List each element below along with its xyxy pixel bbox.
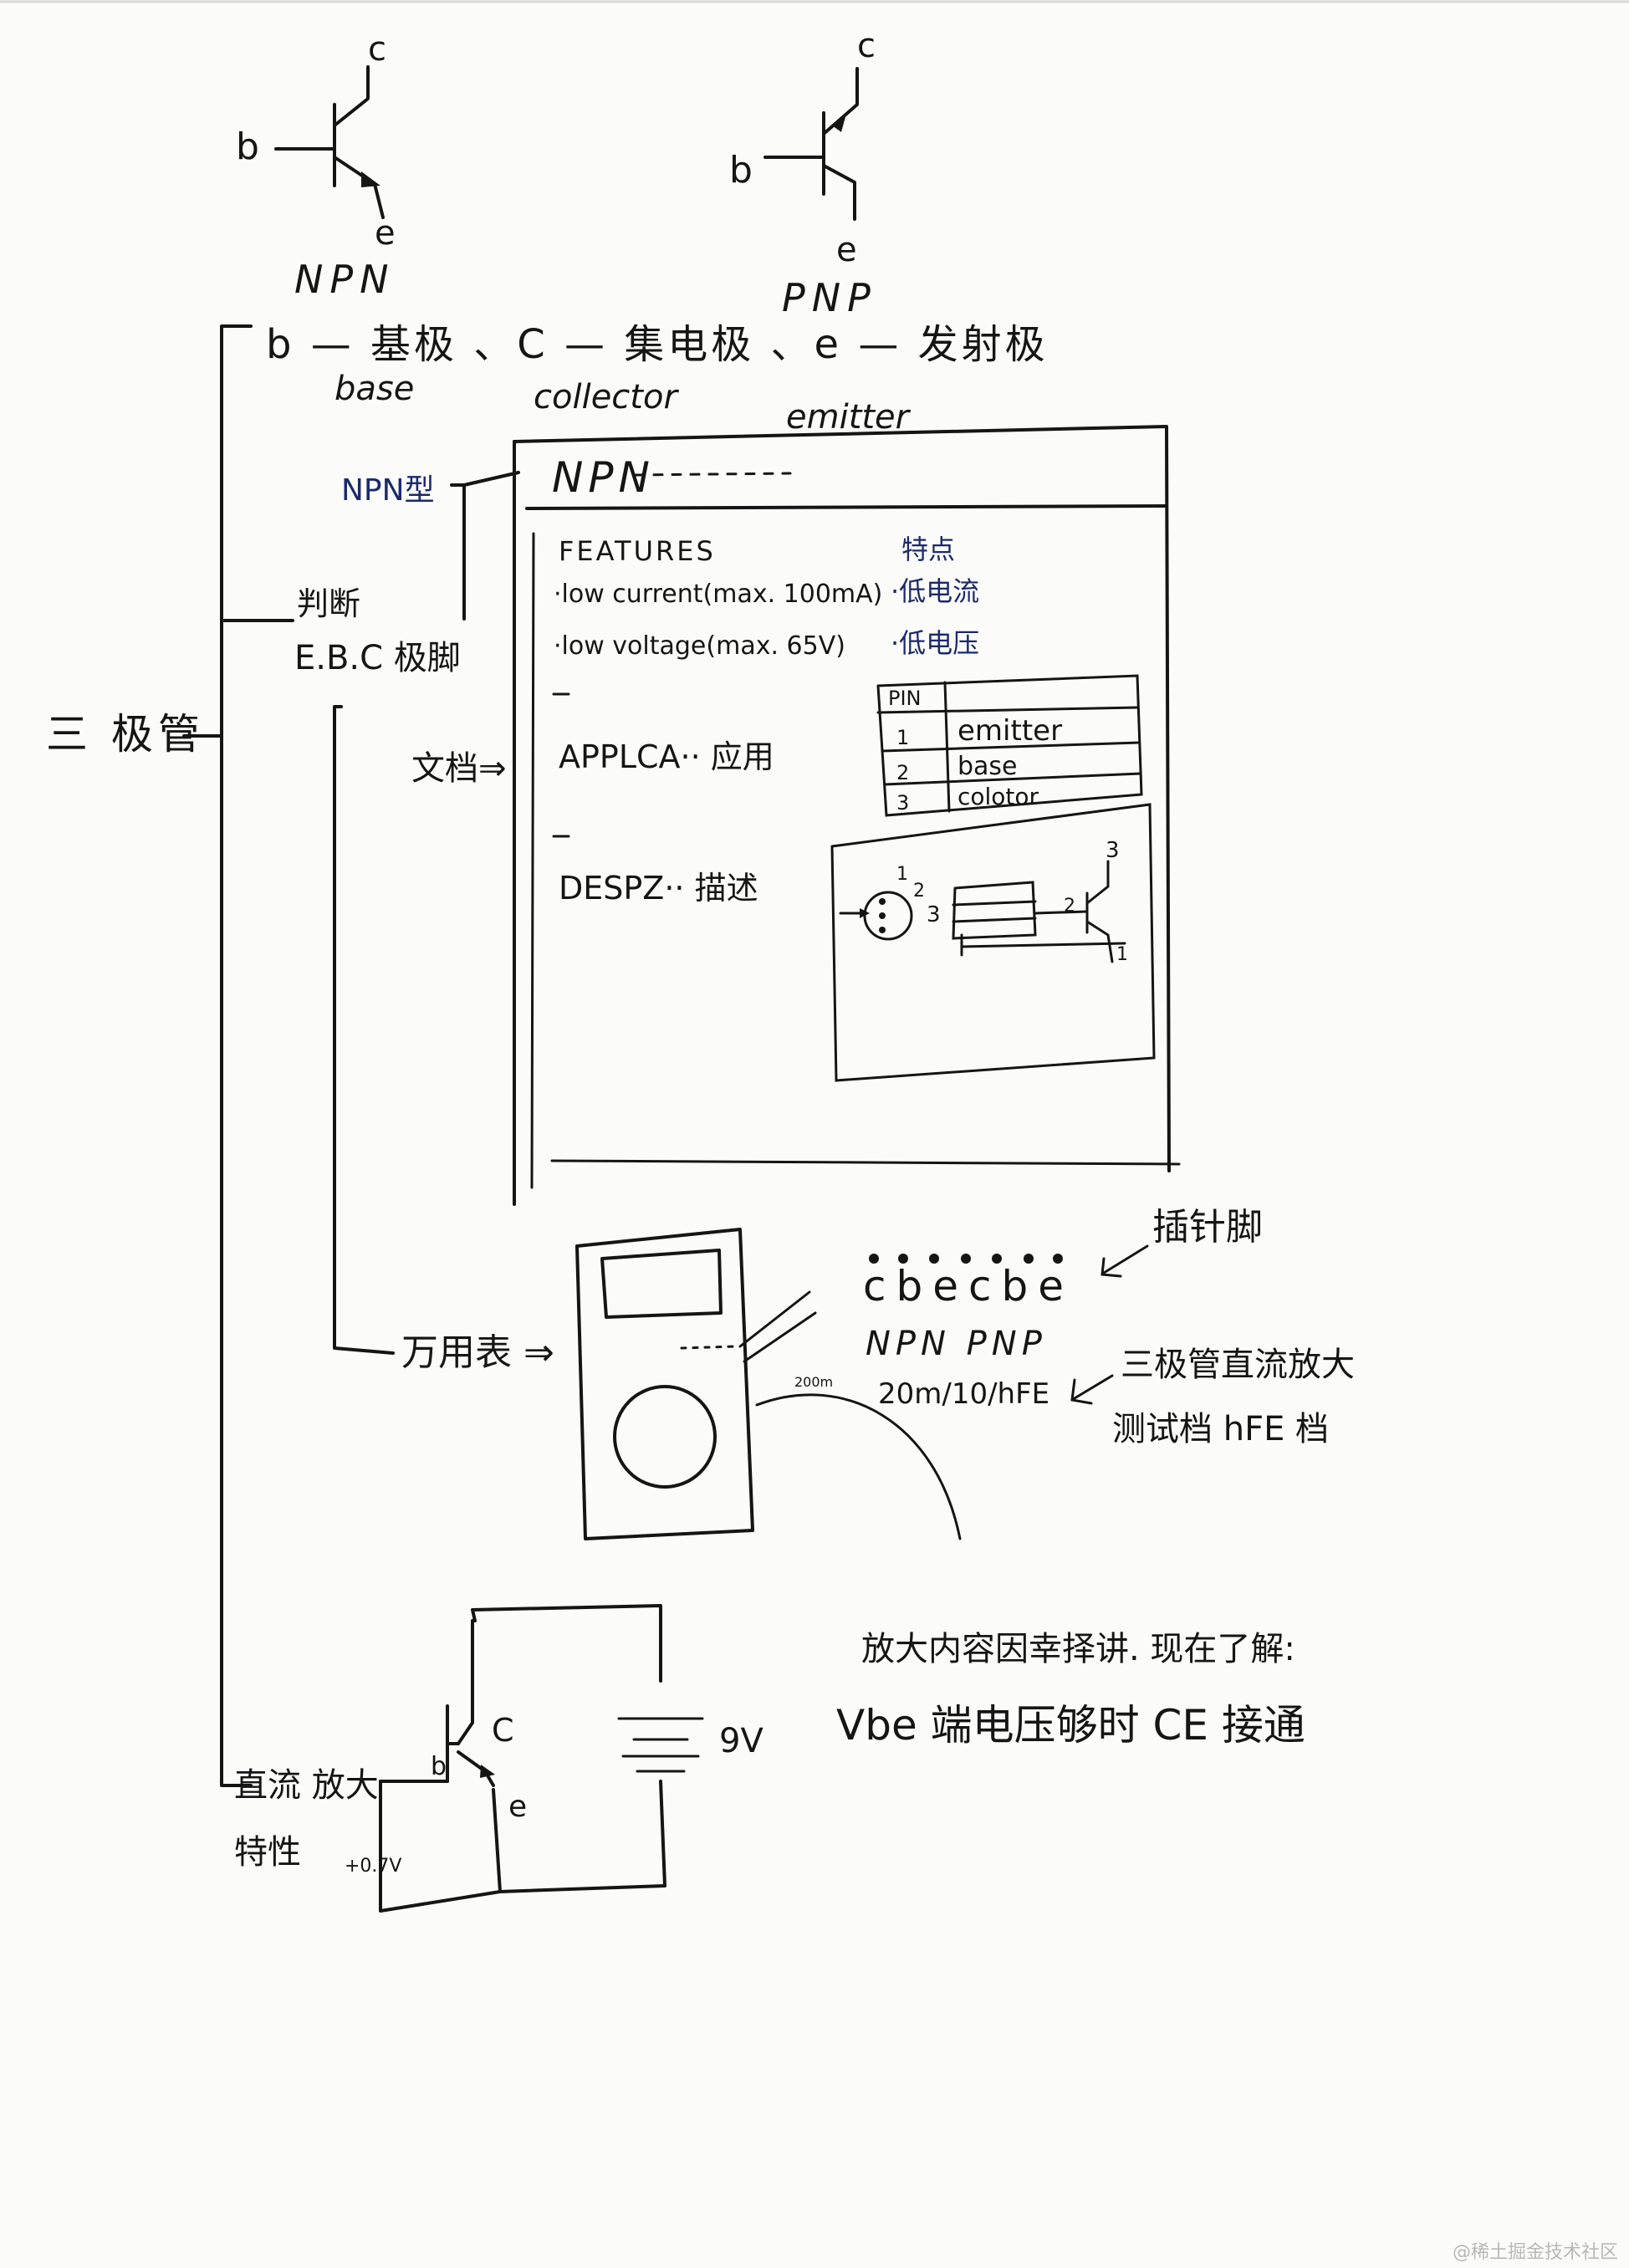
pnp-symbol: c b e PNP [729,27,877,320]
root-label: 三 极管 [46,710,205,759]
pin-row-1-num: 1 [896,726,909,749]
circuit-e-label: e [508,1790,527,1824]
term-emitter: emitter [786,398,912,437]
pin-row-1-name: emitter [957,714,1062,748]
pkg-pin-3: 3 [927,902,941,927]
pin-row-2-num: 2 [896,761,909,784]
pin-table: PIN 1 emitter 2 base 3 colotor [876,674,1143,817]
pnp-title: PNP [782,275,877,320]
npn-type-label: NPN型 [341,473,435,508]
datasheet-sketch: NPN FEATURES 特点 ·low current(max. 100mA)… [513,425,1181,1206]
terms-line: b — 基极 、C — 集电极 、e — 发射极 [266,321,1049,368]
npn-e-label: e [375,214,396,253]
pin-row-2-name: base [957,752,1018,781]
bias-voltage: +0.7V [345,1856,401,1877]
feature-2-cn: ·低电压 [891,627,979,659]
npn-b-label: b [236,125,259,168]
npn-c-label: c [368,30,386,69]
term-collector: collector [534,378,679,416]
circuit-b-label: b [431,1752,447,1781]
desp-label: DESPZ·· 描述 [559,870,758,907]
pnp-c-label: c [857,27,876,65]
pnp-e-label: e [836,231,857,269]
ebc-label-2: E.B.C 极脚 [294,639,461,677]
range-label: 20m/10/hFE [878,1377,1049,1411]
features-cn: 特点 [901,534,955,565]
multimeter-sketch: 200m [575,1228,962,1540]
transistor-socket: cbecbe NPN PNP 20m/10/hFE [863,1254,1074,1411]
socket-letters: cbecbe [863,1262,1074,1310]
note-line-1: 放大内容因幸择讲. 现在了解: [861,1630,1295,1668]
package-diagram: 1 2 3 3 2 1 [830,803,1156,1082]
hfe-note-1: 三极管直流放大 [1121,1346,1355,1384]
pkg-pin-1: 1 [896,864,908,885]
feature-2: ·low voltage(max. 65V) [554,631,845,661]
socket-types: NPN PNP [866,1325,1047,1363]
term-base: base [334,370,414,408]
ebc-label-1: 判断 [297,585,360,622]
dial-label: 200m [794,1374,833,1390]
hfe-note-2: 测试档 hFE 档 [1112,1410,1329,1448]
feature-1: ·low current(max. 100mA) [554,580,882,609]
feature-1-cn: ·低电流 [891,575,979,607]
npn-title: NPN [294,257,396,302]
doc-label: 文档⇒ [411,749,507,788]
circuit-label-1: 直流 放大 [234,1766,379,1805]
pin-row-3-num: 3 [896,791,909,815]
npn-symbol: c b e NPN [236,30,396,302]
features-heading: FEATURES [559,535,716,567]
meter-label: 万用表 ⇒ [401,1331,554,1374]
watermark: @稀土掘金技术社区 [1453,2242,1618,2263]
mind-map-bracket [182,324,294,1787]
applca-label: APPLCA·· 应用 [559,738,774,775]
socket-note: 插针脚 [1152,1206,1263,1249]
pnp-b-label: b [729,149,753,192]
circuit-label-2: 特性 [234,1833,301,1872]
circuit-c-label: C [492,1712,514,1749]
svg-text:2: 2 [1064,896,1075,917]
pin-header: PIN [888,687,922,710]
datasheet-title: NPN [552,453,655,502]
svg-text:1: 1 [1116,944,1128,965]
note-line-2: Vbe 端电压够时 CE 接通 [836,1701,1305,1750]
battery-voltage: 9V [719,1722,763,1760]
pkg-pin-2: 2 [913,881,925,902]
amplifier-circuit: C b e 9V +0.7V [345,1604,763,1913]
svg-text:3: 3 [1106,838,1120,863]
pin-row-3-name: colotor [957,783,1039,810]
